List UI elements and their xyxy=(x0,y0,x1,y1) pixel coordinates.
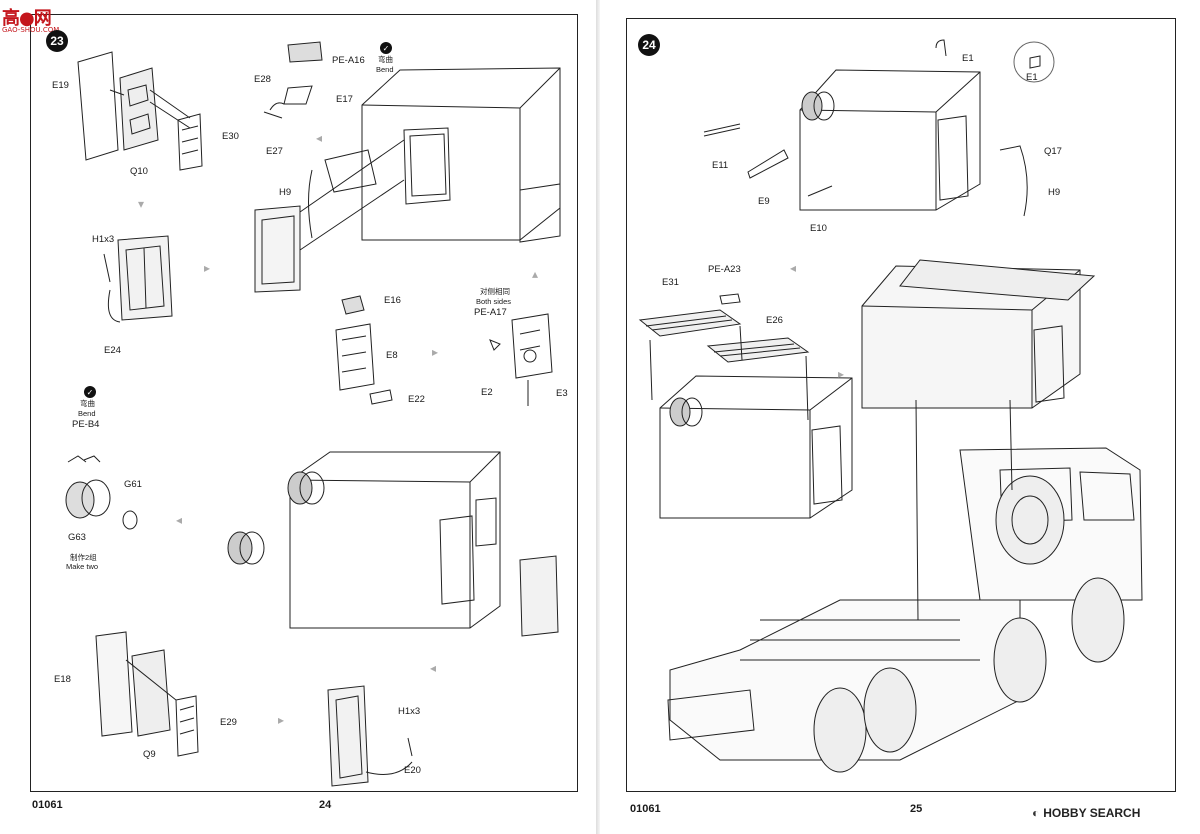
logo-text: 高●网 xyxy=(2,8,52,29)
hobby-search-text: HOBBY SEARCH xyxy=(1043,806,1141,820)
label-e29: E29 xyxy=(220,717,237,728)
door-assembly-e24 xyxy=(104,236,172,322)
cargo-box-on-truck xyxy=(862,260,1094,408)
label-both-sides-cn: 对侧相同 xyxy=(480,287,510,296)
label-e1-callout: E1 xyxy=(1026,72,1038,83)
chevron-arrow-icon: ▸ xyxy=(204,261,211,275)
label-e24: E24 xyxy=(104,345,121,356)
chevron-arrow-icon: ▸ xyxy=(278,713,285,727)
hobby-search-icon: ◐ xyxy=(1032,806,1040,820)
label-e28: E28 xyxy=(254,74,271,85)
label-h1x3-a: H1x3 xyxy=(92,234,115,245)
label-e22: E22 xyxy=(408,394,425,405)
label-make-two-cn: 制作2组 xyxy=(70,553,97,562)
page-frame xyxy=(626,18,1176,792)
label-h9: H9 xyxy=(279,187,292,198)
label-e3: E3 xyxy=(556,388,568,399)
instruction-page-right: 24 xyxy=(600,0,1200,834)
label-e19: E19 xyxy=(52,80,69,91)
label-pe-a23: PE-A23 xyxy=(708,264,741,275)
cargo-box-middle xyxy=(228,452,558,636)
label-pe-b4: PE-B4 xyxy=(72,419,100,430)
roof-panels xyxy=(640,294,808,420)
part-e2-e3 xyxy=(490,314,552,406)
label-e27: E27 xyxy=(266,146,283,157)
catalog-number: 01061 xyxy=(32,799,63,811)
label-e9: E9 xyxy=(758,196,770,207)
truck-chassis xyxy=(668,400,1142,772)
label-e1: E1 xyxy=(962,53,974,64)
chevron-arrow-icon: ▾ xyxy=(138,197,145,211)
chevron-arrow-icon: ▸ xyxy=(838,367,845,381)
page-number: 25 xyxy=(910,803,923,815)
label-q10: Q10 xyxy=(130,166,148,177)
chevron-arrow-icon: ◂ xyxy=(790,261,797,275)
assembly-drawing-right xyxy=(600,0,1200,834)
door-assembly-q10 xyxy=(78,52,202,170)
label-g63: G63 xyxy=(68,532,86,543)
label-h9: H9 xyxy=(1048,187,1061,198)
label-e18: E18 xyxy=(54,674,71,685)
door-assembly-q9 xyxy=(96,632,198,756)
label-bend-en: Bend xyxy=(376,65,394,74)
label-e11: E11 xyxy=(712,160,729,171)
logo-subtext: GAO-SHOU.COM xyxy=(2,26,60,34)
door-assembly-e20 xyxy=(328,686,412,786)
label-both-sides-en: Both sides xyxy=(476,297,512,306)
page-frame xyxy=(30,14,578,792)
label-pe-a17: PE-A17 xyxy=(474,307,507,318)
label-e20: E20 xyxy=(404,765,421,776)
step-number: 24 xyxy=(638,34,660,56)
label-e8: E8 xyxy=(386,350,398,361)
label-bend-cn-2: 弯曲 xyxy=(80,399,95,408)
page-number: 24 xyxy=(319,799,332,811)
label-e17: E17 xyxy=(336,94,353,105)
label-e30: E30 xyxy=(222,131,239,142)
watermark-logo: 高●网 GAO-SHOU.COM xyxy=(2,4,72,36)
label-pe-a16: PE-A16 xyxy=(332,55,365,66)
label-e2: E2 xyxy=(481,387,493,398)
label-bend-cn: 弯曲 xyxy=(378,55,393,64)
chevron-arrow-icon: ▴ xyxy=(532,267,539,281)
label-h1x3-b: H1x3 xyxy=(398,706,421,717)
part-e8 xyxy=(336,296,392,404)
cargo-box-lower xyxy=(660,376,852,518)
checkmark-circle-icon: ✓ xyxy=(380,42,392,54)
catalog-number: 01061 xyxy=(630,803,661,815)
checkmark-circle-icon: ✓ xyxy=(84,386,96,398)
label-e26: E26 xyxy=(766,315,783,326)
chevron-arrow-icon: ◂ xyxy=(316,131,323,145)
label-q9: Q9 xyxy=(143,749,156,760)
step-number: 23 xyxy=(46,30,68,52)
label-g61: G61 xyxy=(124,479,142,490)
part-g63 xyxy=(66,456,137,529)
label-q17: Q17 xyxy=(1044,146,1062,157)
cargo-box-upper xyxy=(704,40,1054,216)
label-e16: E16 xyxy=(384,295,401,306)
chevron-arrow-icon: ▸ xyxy=(432,345,439,359)
chevron-arrow-icon: ◂ xyxy=(430,661,437,675)
label-e31: E31 xyxy=(662,277,679,288)
cargo-box-top xyxy=(255,42,560,292)
label-make-two-en: Make two xyxy=(66,562,99,571)
hobby-search-watermark: ◐ HOBBY SEARCH xyxy=(1032,806,1140,820)
chevron-arrow-icon: ◂ xyxy=(176,513,183,527)
assembly-drawing-left xyxy=(0,0,600,834)
label-e10: E10 xyxy=(810,223,827,234)
instruction-page-left: 高●网 GAO-SHOU.COM 23 xyxy=(0,0,600,834)
label-bend-en-2: Bend xyxy=(78,409,96,418)
